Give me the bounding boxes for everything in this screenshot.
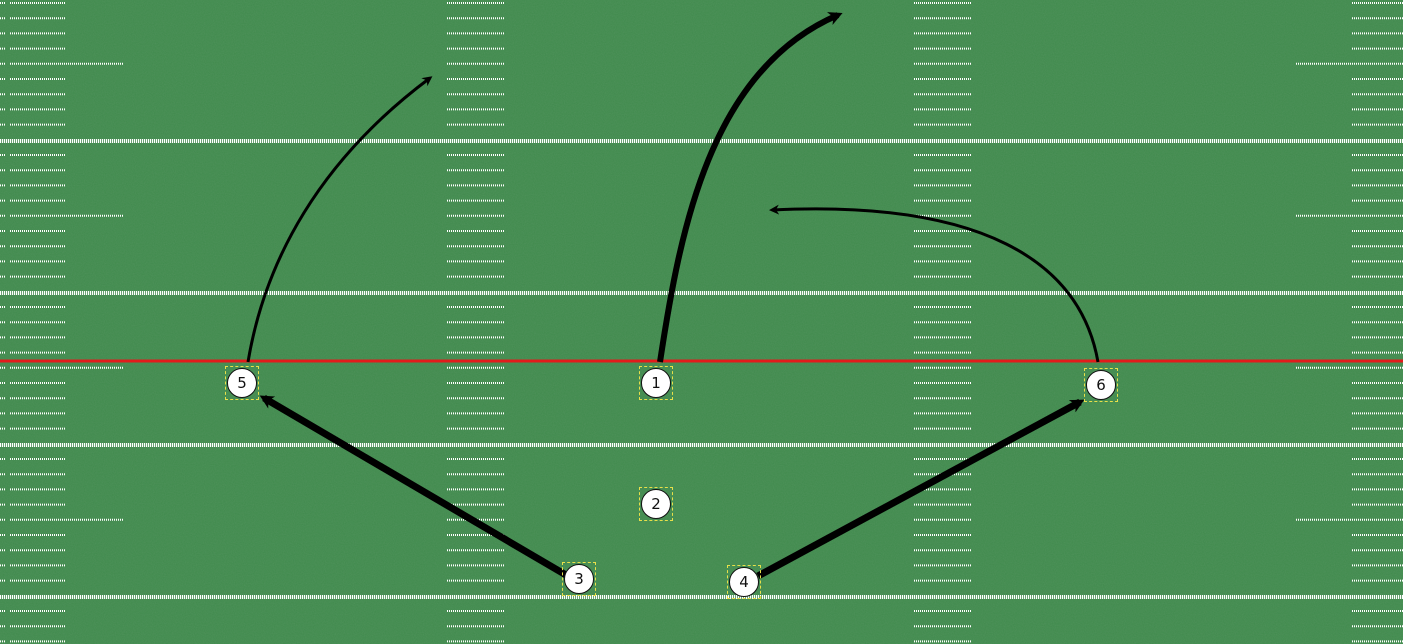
player-label: 6: [1086, 370, 1116, 400]
player-3[interactable]: 3: [562, 562, 596, 596]
player-2[interactable]: 2: [639, 487, 673, 521]
player-label: 5: [227, 368, 257, 398]
sideline-hash-marks-right: [1296, 2, 1403, 643]
player-label: 2: [641, 489, 671, 519]
inbound-hash-marks-right: [914, 2, 971, 643]
route-player-1[interactable]: [657, 12, 843, 363]
route-player-4[interactable]: [756, 398, 1085, 580]
route-player-5[interactable]: [246, 76, 433, 363]
route-player-3[interactable]: [259, 394, 568, 579]
player-1[interactable]: 1: [639, 366, 673, 400]
route-player-6[interactable]: [769, 204, 1100, 363]
player-label: 3: [564, 564, 594, 594]
sideline-hash-marks-left: [0, 2, 124, 643]
routes: [246, 12, 1100, 580]
player-label: 1: [641, 368, 671, 398]
player-4[interactable]: 4: [727, 565, 761, 599]
player-6[interactable]: 6: [1084, 368, 1118, 402]
player-5[interactable]: 5: [225, 366, 259, 400]
yard-lines: [0, 139, 1403, 599]
player-label: 4: [729, 567, 759, 597]
